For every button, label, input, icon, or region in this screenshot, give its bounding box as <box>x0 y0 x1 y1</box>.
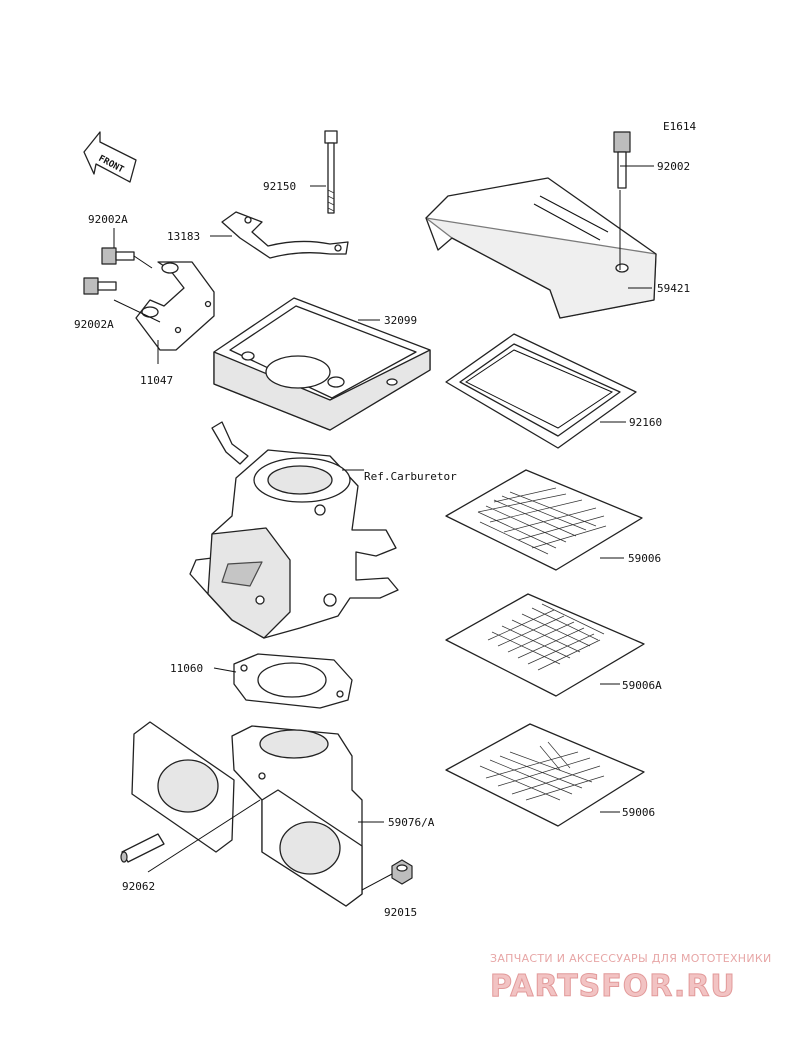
bracket-11047 <box>135 261 215 351</box>
label-92160: 92160 <box>629 416 662 429</box>
diagram-code: E1614 <box>663 120 696 133</box>
part-labels: 92002 59421 92150 13183 92002A 92002A 32… <box>74 160 690 919</box>
nut-92015 <box>391 859 413 885</box>
label-59006-lower: 59006 <box>622 806 655 819</box>
label-59006-upper: 59006 <box>628 552 661 565</box>
gasket-92160 <box>445 333 637 449</box>
cover-59421 <box>425 177 657 319</box>
label-92002: 92002 <box>657 160 690 173</box>
label-32099: 32099 <box>384 314 417 327</box>
intake-manifold-59076A <box>131 721 363 907</box>
label-11060: 11060 <box>170 662 203 675</box>
label-ref-carburetor: Ref.Carburetor <box>364 470 457 483</box>
watermark-tagline: ЗАПЧАСТИ И АКСЕССУАРЫ ДЛЯ МОТОТЕХНИКИ <box>490 952 772 965</box>
strap-13183 <box>221 211 349 259</box>
label-59006A: 59006A <box>622 679 662 692</box>
label-92002A-upper: 92002A <box>88 213 128 226</box>
airbox-base-32099 <box>213 297 431 431</box>
label-92015: 92015 <box>384 906 417 919</box>
label-13183: 13183 <box>167 230 200 243</box>
gasket-11060 <box>233 653 353 709</box>
bolt-92002A-lower <box>83 277 117 295</box>
label-59421: 59421 <box>657 282 690 295</box>
label-92002A-lower: 92002A <box>74 318 114 331</box>
filter-mesh-59006-lower <box>445 723 645 827</box>
bolt-92002A-upper <box>101 247 135 265</box>
bolt-92002 <box>613 131 631 189</box>
stud-92062 <box>120 833 165 863</box>
label-59076A: 59076/A <box>388 816 435 829</box>
watermark-brand: PARTSFOR.RU <box>490 969 736 1004</box>
leader-lines <box>113 165 654 891</box>
front-arrow-icon: FRONT <box>83 131 137 183</box>
filter-mesh-59006A <box>445 593 645 697</box>
watermark: ЗАПЧАСТИ И АКСЕССУАРЫ ДЛЯ МОТОТЕХНИКИ PA… <box>490 952 772 1005</box>
filter-mesh-59006-upper <box>445 469 643 571</box>
carburetor <box>189 421 399 639</box>
label-11047: 11047 <box>140 374 173 387</box>
bolt-92150 <box>324 130 338 214</box>
label-92150: 92150 <box>263 180 296 193</box>
label-92062: 92062 <box>122 880 155 893</box>
